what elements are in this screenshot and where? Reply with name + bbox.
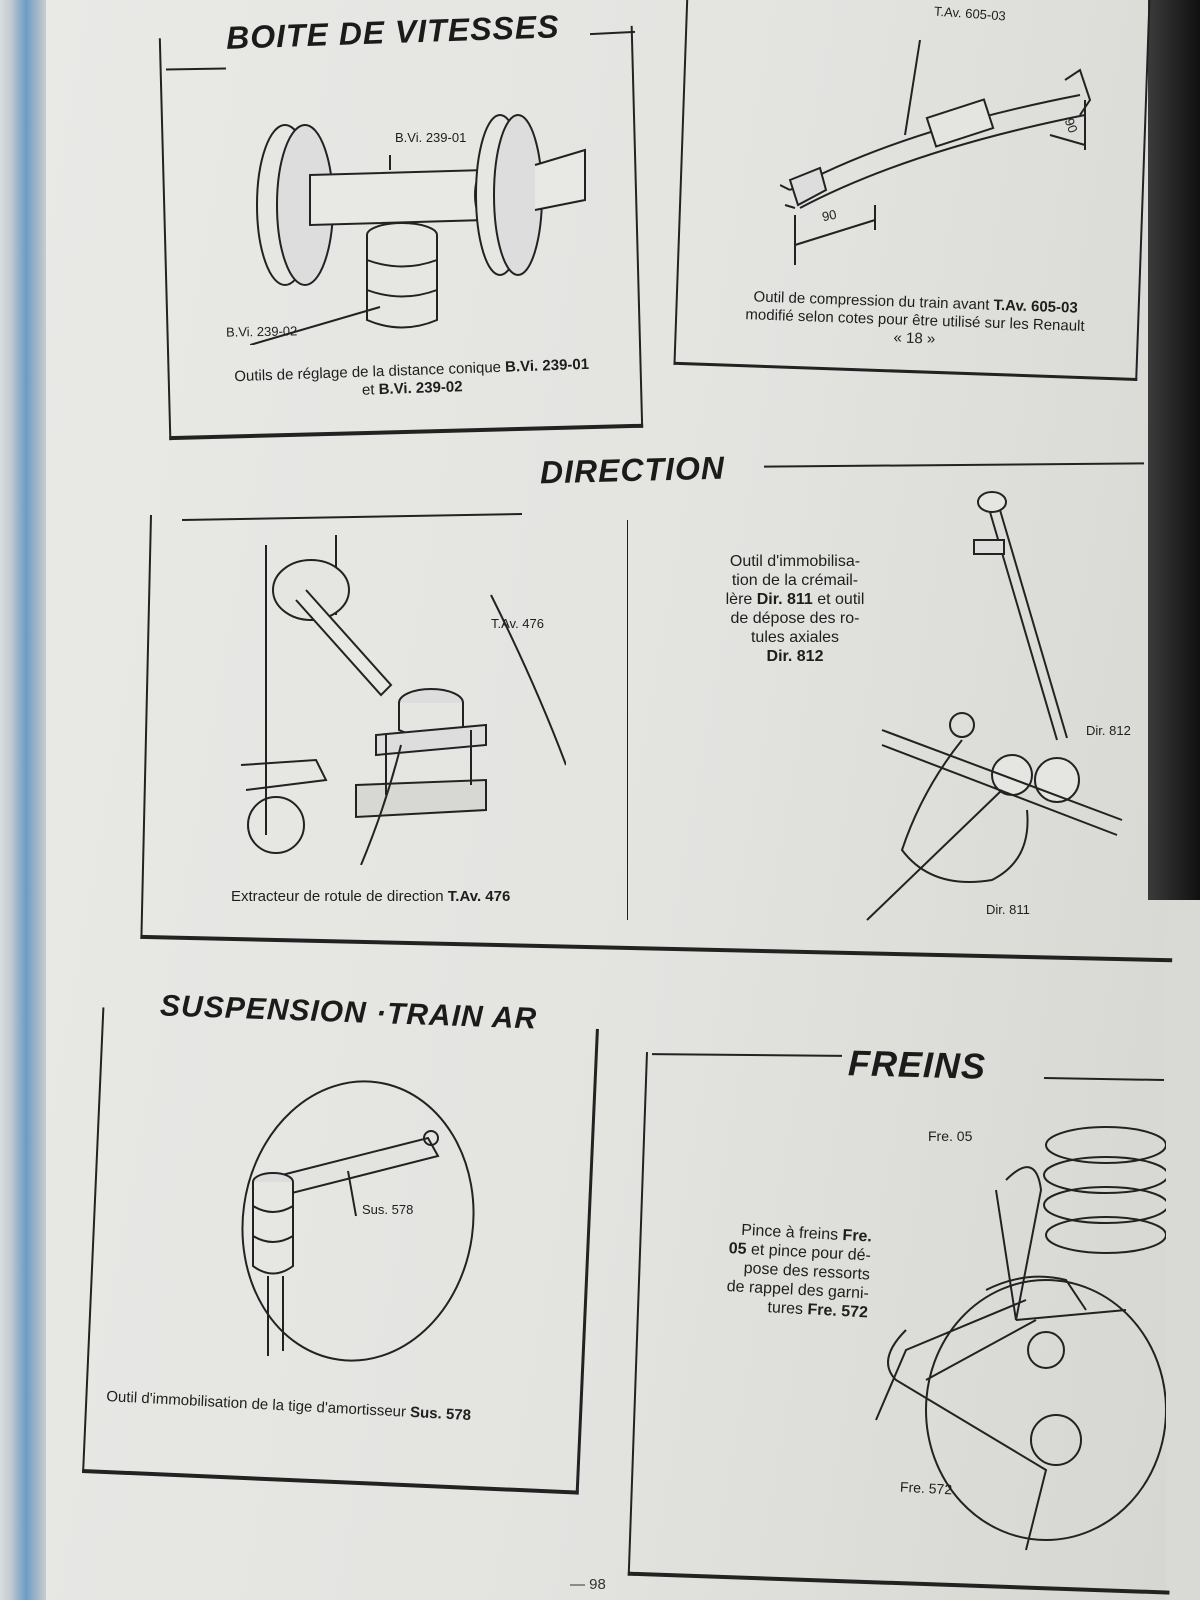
steering-extractor-illustration [236, 535, 566, 865]
gearbox-tools-illustration [250, 95, 600, 345]
label-bvi-239-01: B.Vi. 239-01 [395, 130, 467, 145]
label-tav-476: T.Av. 476 [491, 616, 544, 631]
label-sus-578: Sus. 578 [362, 1202, 414, 1217]
label-dir-811: Dir. 811 [986, 902, 1030, 917]
shock-absorber-tool-illustration [238, 1076, 478, 1376]
text-freins: Pince à freins Fre. 05 et pince pour dé-… [726, 1221, 873, 1322]
label-fre-05: Fre. 05 [928, 1128, 973, 1144]
label-fre-572: Fre. 572 [899, 1478, 953, 1498]
brake-pliers-illustration [866, 1120, 1166, 1560]
divider-direction [627, 520, 628, 920]
label-bvi-239-02: B.Vi. 239-02 [225, 323, 298, 340]
next-page-edge [1148, 0, 1200, 900]
book-spine [0, 0, 48, 1600]
label-dir-812: Dir. 812 [1086, 723, 1131, 738]
caption-direction-left: Extracteur de rotule de direction T.Av. … [231, 888, 511, 905]
heading-direction: DIRECTION [539, 449, 726, 491]
text-direction-right: Outil d'immobilisa- tion de la crémail- … [725, 553, 865, 665]
rack-tools-illustration [862, 490, 1142, 930]
manual-page [46, 0, 1166, 1600]
page-number: — 98 [570, 1576, 606, 1593]
front-axle-compressor-illustration [780, 40, 1100, 280]
dim-90-horizontal: 90 [820, 206, 838, 225]
